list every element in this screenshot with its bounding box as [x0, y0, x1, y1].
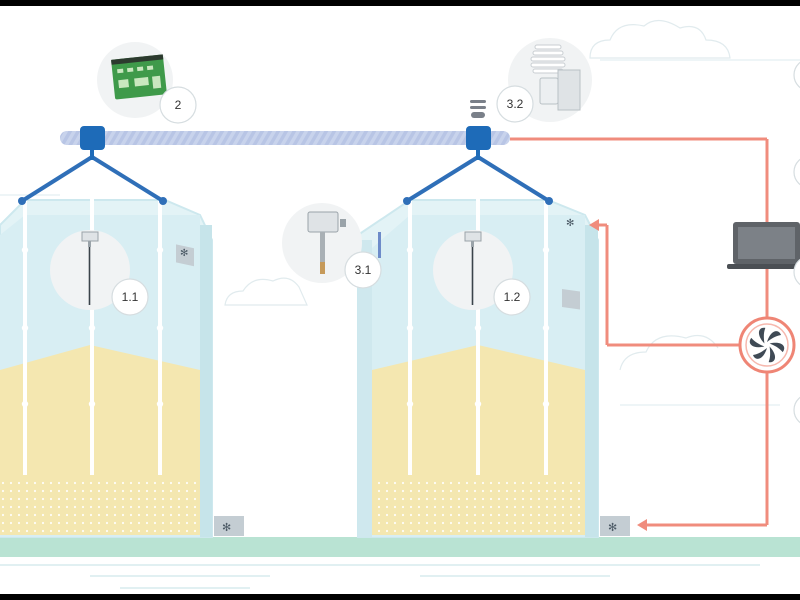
- bus-node-left: [80, 126, 105, 150]
- fan-icon: [738, 316, 796, 374]
- badge-label-probe-1-1: 1.1: [122, 290, 139, 304]
- cloud-icon: [224, 19, 731, 371]
- probe-callout-1-1: 1.1: [50, 230, 149, 316]
- svg-text:✻: ✻: [180, 248, 188, 259]
- ground-lines: [0, 564, 760, 589]
- ground-strip: [0, 537, 800, 557]
- duct-sensor-callout: 3.1: [282, 203, 382, 289]
- controller-board-icon: [111, 54, 167, 100]
- probe-cables: [408, 160, 548, 475]
- laptop-icon: [727, 222, 800, 269]
- probe-cables: [23, 160, 162, 475]
- controller-callout: 2: [97, 42, 197, 124]
- svg-text:✻: ✻: [566, 218, 574, 229]
- grain-probe-icon: [81, 231, 99, 305]
- control-line-arrows: [589, 219, 647, 531]
- ventilation-grille-icon: ✻: [562, 218, 580, 310]
- weather-shield-sensor-icon: [530, 44, 581, 111]
- bus-node-right: [466, 126, 491, 150]
- svg-text:✻: ✻: [222, 521, 231, 534]
- top-frame-bar: [0, 0, 800, 6]
- wall-sensor-marker: [378, 232, 381, 258]
- svg-text:✻: ✻: [608, 521, 617, 534]
- offscreen-callouts: [793, 61, 800, 424]
- ventilation-grille-icon: ✻: [600, 516, 630, 536]
- badge-label-probe-1-2: 1.2: [504, 290, 521, 304]
- duct-sensor-icon: [307, 211, 346, 274]
- signal-bars-icon: [470, 100, 486, 118]
- ventilation-grille-icon: ✻: [214, 516, 244, 536]
- grain-probe-icon: [464, 231, 482, 305]
- badge-label-controller: 2: [175, 98, 182, 112]
- probe-callout-1-2: 1.2: [433, 230, 531, 316]
- control-lines: [510, 137, 769, 527]
- silo-1: ✻ ✻: [0, 155, 244, 538]
- ventilation-grille-icon: ✻: [176, 244, 194, 267]
- silo-2: ✻ ✻: [357, 155, 630, 538]
- weather-shield-callout: 3.2: [496, 38, 592, 123]
- badge-label-sensor-3-1: 3.1: [355, 263, 372, 277]
- communication-bus: [60, 126, 510, 160]
- badge-label-sensor-3-2: 3.2: [507, 97, 524, 111]
- bottom-frame-bar: [0, 594, 800, 600]
